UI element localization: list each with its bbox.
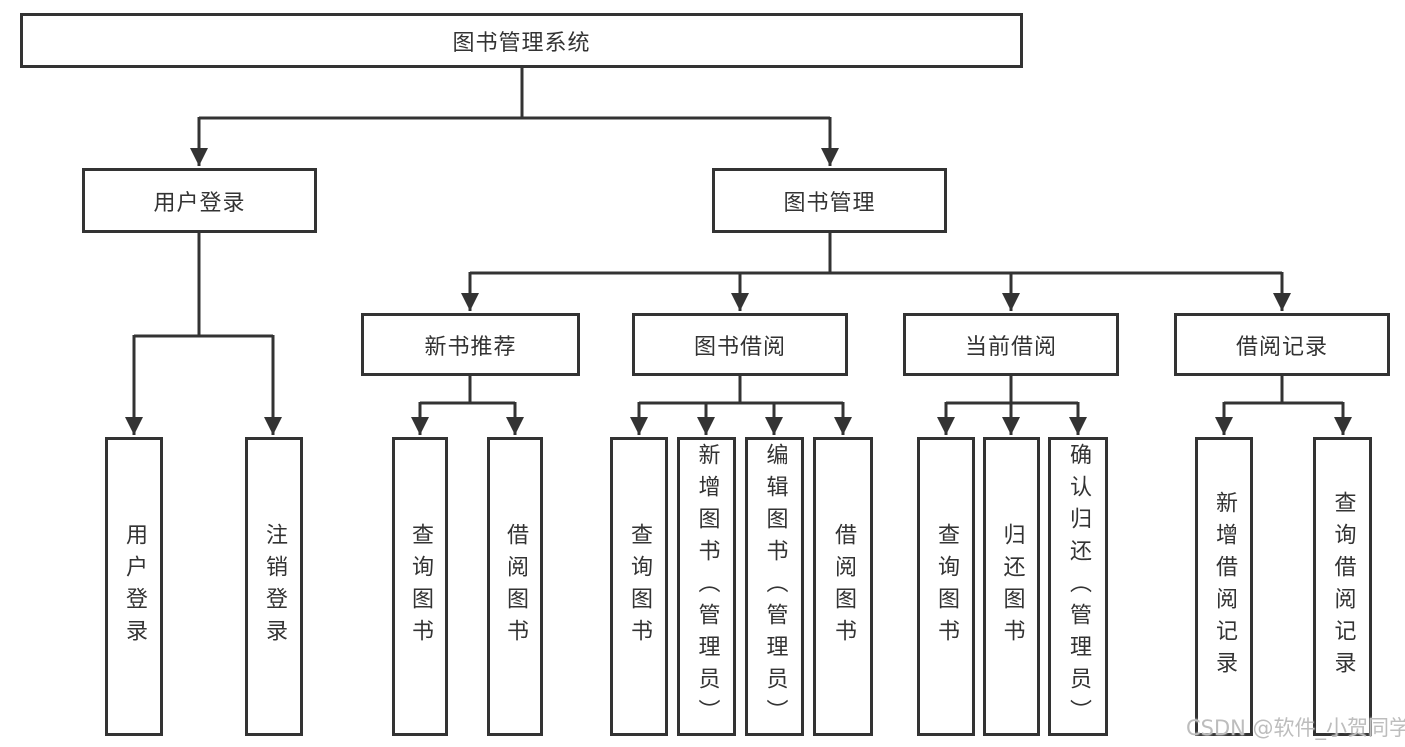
node-borrow-records: 借阅记录 <box>1174 313 1390 376</box>
leaf-user-login: 用户登录 <box>105 437 163 736</box>
leaf-bb-add-book-admin-label: 新增图书（管理员） <box>694 442 720 731</box>
leaf-cb-return-books: 归还图书 <box>983 437 1040 736</box>
leaf-logout: 注销登录 <box>245 437 303 736</box>
leaf-bb-query-books: 查询图书 <box>610 437 668 736</box>
leaf-bb-borrow-books: 借阅图书 <box>813 437 873 736</box>
leaf-bb-add-book-admin: 新增图书（管理员） <box>677 437 736 736</box>
node-current-borrow: 当前借阅 <box>903 313 1119 376</box>
leaf-br-query-record: 查询借阅记录 <box>1313 437 1372 736</box>
node-user-login: 用户登录 <box>82 168 317 233</box>
leaf-cb-query-books-label: 查询图书 <box>934 522 959 651</box>
leaf-cb-query-books: 查询图书 <box>917 437 975 736</box>
node-user-login-label: 用户登录 <box>153 190 246 216</box>
node-book-management: 图书管理 <box>712 168 947 233</box>
leaf-nbr-borrow-books-label: 借阅图书 <box>503 522 528 651</box>
node-current-borrow-label: 当前借阅 <box>964 334 1057 360</box>
node-borrow-records-label: 借阅记录 <box>1235 334 1328 360</box>
watermark: CSDN @软件_小贺同学 <box>1186 716 1405 740</box>
leaf-bb-edit-book-admin: 编辑图书（管理员） <box>745 437 804 736</box>
leaf-nbr-query-books-label: 查询图书 <box>408 522 433 651</box>
leaf-br-add-record-label: 新增借阅记录 <box>1212 490 1237 683</box>
node-book-management-label: 图书管理 <box>783 190 876 216</box>
leaf-user-login-label: 用户登录 <box>122 522 147 651</box>
node-new-book-recommend-label: 新书推荐 <box>424 334 517 360</box>
node-library-system: 图书管理系统 <box>20 13 1023 68</box>
leaf-br-add-record: 新增借阅记录 <box>1195 437 1253 736</box>
node-book-borrow: 图书借阅 <box>632 313 848 376</box>
leaf-bb-edit-book-admin-label: 编辑图书（管理员） <box>762 442 788 731</box>
leaf-br-query-record-label: 查询借阅记录 <box>1330 490 1356 683</box>
leaf-nbr-borrow-books: 借阅图书 <box>487 437 543 736</box>
node-new-book-recommend: 新书推荐 <box>361 313 580 376</box>
node-book-borrow-label: 图书借阅 <box>693 334 786 360</box>
leaf-cb-return-books-label: 归还图书 <box>999 522 1025 651</box>
leaf-cb-confirm-return-admin: 确认归还（管理员） <box>1048 437 1108 736</box>
leaf-nbr-query-books: 查询图书 <box>392 437 448 736</box>
node-library-system-label: 图书管理系统 <box>452 30 591 56</box>
leaf-bb-borrow-books-label: 借阅图书 <box>831 522 856 651</box>
leaf-logout-label: 注销登录 <box>262 522 287 651</box>
leaf-bb-query-books-label: 查询图书 <box>627 522 652 651</box>
leaf-cb-confirm-return-admin-label: 确认归还（管理员） <box>1066 442 1091 731</box>
